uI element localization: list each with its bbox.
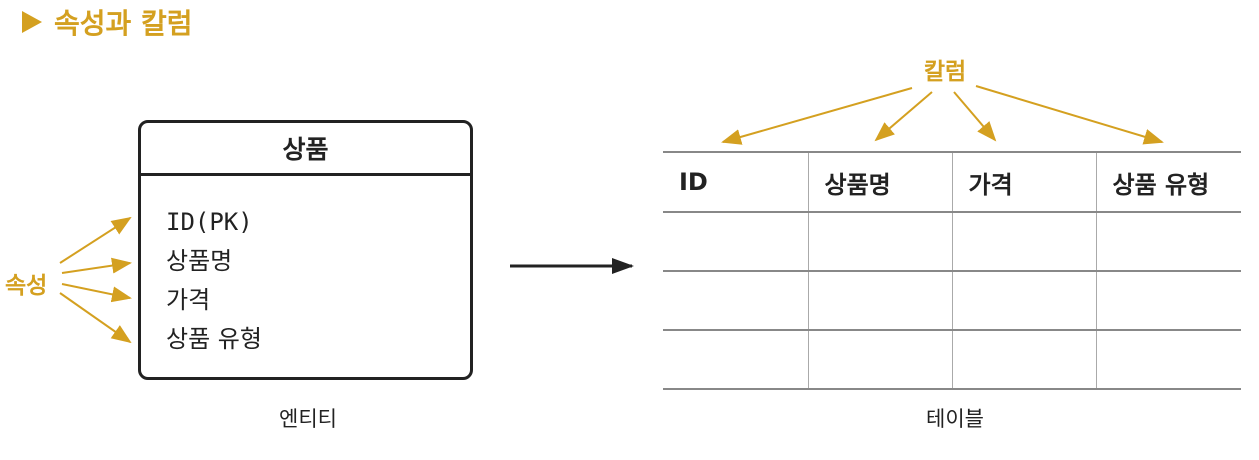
table-row <box>663 330 1241 390</box>
table-cell <box>951 271 1096 331</box>
table-cell <box>807 212 952 272</box>
attribute-item: 상품 유형 <box>166 325 262 353</box>
attribute-arrow <box>61 257 132 274</box>
table-row <box>663 271 1241 331</box>
attribute-arrow <box>59 292 132 344</box>
table-cell <box>807 330 952 390</box>
table-caption: 테이블 <box>926 407 984 431</box>
table-row <box>663 212 1241 272</box>
data-table: ID 상품명 가격 상품 유형 <box>663 151 1241 390</box>
table-cell <box>807 271 952 331</box>
table-cell <box>951 330 1096 390</box>
table-cell <box>1095 271 1241 331</box>
attribute-list: ID(PK) 상품명 가격 상품 유형 <box>166 203 262 359</box>
column-header: 가격 <box>951 151 1096 213</box>
column-header: ID <box>663 151 808 213</box>
table-cell <box>663 271 808 331</box>
column-header: 상품명 <box>807 151 952 213</box>
attribute-item: 가격 <box>166 286 211 314</box>
section-title: 속성과 칼럼 <box>22 2 193 42</box>
entity-box: 상품 ID(PK) 상품명 가격 상품 유형 <box>138 120 473 380</box>
column-arrow <box>721 87 913 145</box>
column-arrows <box>721 85 1164 145</box>
table-cell <box>1095 212 1241 272</box>
table-cell <box>951 212 1096 272</box>
column-arrow <box>953 91 997 142</box>
attribute-label: 속성 <box>5 273 48 299</box>
section-title-text: 속성과 칼럼 <box>54 7 193 40</box>
column-header: 상품 유형 <box>1095 151 1241 213</box>
table-cell <box>1095 330 1241 390</box>
column-arrow <box>874 91 933 142</box>
table-cell <box>663 212 808 272</box>
column-label: 칼럼 <box>923 59 967 85</box>
attribute-arrows <box>59 216 132 344</box>
column-arrow <box>975 85 1164 145</box>
attribute-arrow <box>61 283 132 303</box>
attribute-item: ID(PK) <box>166 208 253 236</box>
attribute-arrow <box>59 216 132 264</box>
table-header-row: ID 상품명 가격 상품 유형 <box>663 151 1241 213</box>
attribute-item: 상품명 <box>166 247 233 275</box>
table-cell <box>663 330 808 390</box>
triangle-bullet-icon <box>22 11 42 33</box>
entity-name: 상품 <box>141 123 470 176</box>
entity-caption: 엔티티 <box>279 407 337 431</box>
